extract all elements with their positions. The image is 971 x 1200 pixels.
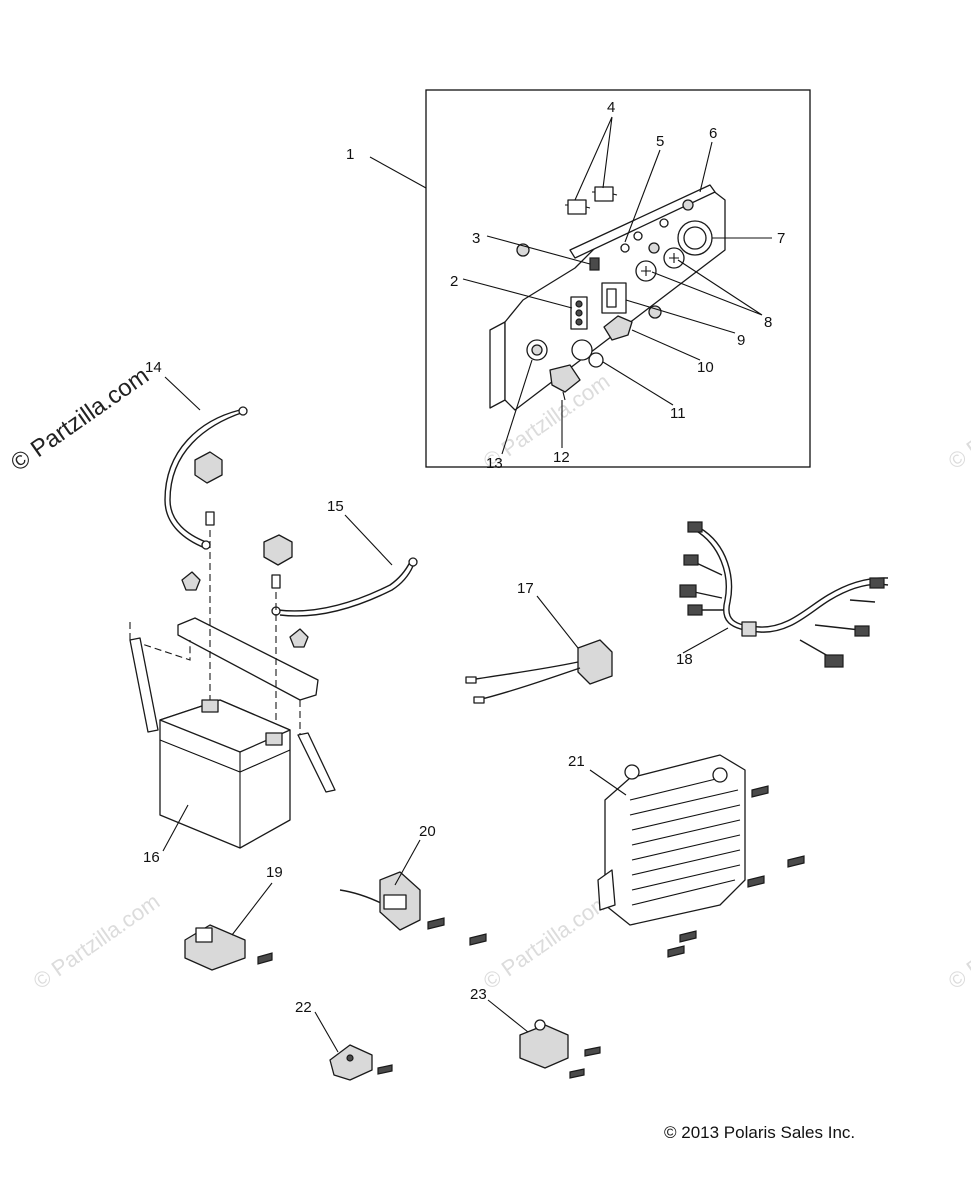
callout-5: 5 bbox=[656, 133, 664, 150]
relay-19 bbox=[184, 924, 273, 971]
module-17 bbox=[465, 639, 613, 704]
callout-17: 17 bbox=[517, 580, 534, 597]
partzilla-watermark: © Partzilla.com bbox=[6, 362, 154, 477]
copyright-notice: © 2013 Polaris Sales Inc. bbox=[664, 1123, 855, 1142]
watermark-right-low: © Partzilla.com bbox=[944, 889, 971, 995]
callout-numbers: 1 2 3 4 5 6 7 8 9 10 11 12 13 14 15 16 1… bbox=[143, 99, 785, 1016]
solenoid-20 bbox=[339, 871, 487, 946]
callout-16: 16 bbox=[143, 849, 160, 866]
battery-assembly bbox=[129, 406, 418, 849]
callout-2: 2 bbox=[450, 273, 458, 290]
callout-15: 15 bbox=[327, 498, 344, 515]
cable-15 bbox=[277, 561, 411, 612]
callout-3: 3 bbox=[472, 230, 480, 247]
callout-14: 14 bbox=[145, 359, 162, 376]
watermark-mid: © Partzilla.com bbox=[479, 889, 615, 995]
bracket-22 bbox=[329, 1044, 393, 1081]
callout-19: 19 bbox=[266, 864, 283, 881]
callout-8: 8 bbox=[764, 314, 772, 331]
dash-panel bbox=[489, 184, 726, 411]
callout-11: 11 bbox=[670, 405, 686, 422]
panel-inset-box bbox=[425, 89, 811, 468]
cable-14 bbox=[164, 409, 241, 549]
callout-23: 23 bbox=[470, 986, 487, 1003]
callout-9: 9 bbox=[737, 332, 745, 349]
callout-6: 6 bbox=[709, 125, 717, 142]
callout-22: 22 bbox=[295, 999, 312, 1016]
harness-18 bbox=[679, 521, 889, 668]
leader-lines bbox=[162, 116, 772, 1053]
callout-21: 21 bbox=[568, 753, 585, 770]
callout-7: 7 bbox=[777, 230, 785, 247]
watermark-left: © Partzilla.com bbox=[29, 889, 165, 995]
callout-1: 1 bbox=[346, 146, 354, 163]
callout-20: 20 bbox=[419, 823, 436, 840]
callout-12: 12 bbox=[553, 449, 570, 466]
heatsink-21 bbox=[597, 754, 805, 958]
callout-13: 13 bbox=[486, 455, 503, 472]
callout-4: 4 bbox=[607, 99, 615, 116]
callout-10: 10 bbox=[697, 359, 714, 376]
callout-18: 18 bbox=[676, 651, 693, 668]
module-23 bbox=[519, 1019, 601, 1079]
watermark-right: © Partzilla.com bbox=[944, 369, 971, 475]
